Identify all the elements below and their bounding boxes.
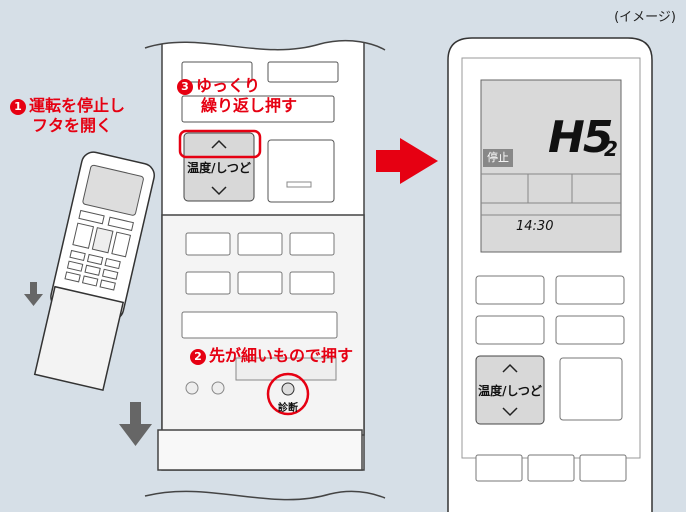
down-arrow-icon (24, 282, 43, 306)
display-code: H5 (548, 112, 613, 163)
right-arrow-icon (376, 138, 438, 184)
step2-text: 先が細いもので押す (209, 346, 354, 365)
step3-number-icon: 3 (177, 79, 193, 95)
display-status: 停止 (487, 151, 509, 164)
step2-number-icon: 2 (190, 349, 206, 365)
step3-line2: 繰り返し押す (201, 96, 298, 115)
remote-closeup (447, 37, 653, 512)
opened-remote (144, 30, 386, 512)
step1-line1: 運転を停止し (29, 96, 126, 115)
diag-button[interactable]: 診断 (276, 399, 300, 414)
temp-button-label: 温度/しつど (187, 161, 251, 175)
step1-number-icon: 1 (10, 99, 26, 115)
temp-button-closeup[interactable]: 温度/しつど (478, 382, 542, 399)
slide-down-arrow-icon (119, 402, 152, 446)
temp-button-closeup-label: 温度/しつど (478, 384, 542, 398)
display-code-sub: 2 (604, 137, 618, 161)
step1-line2: フタを開く (32, 116, 113, 135)
small-remote (33, 151, 155, 392)
temp-button[interactable]: 温度/しつど (187, 159, 251, 176)
image-note: (イメージ) (614, 10, 676, 25)
diag-button-label: 診断 (278, 403, 298, 414)
step3-line1: ゆっくり (196, 76, 261, 95)
display-time: 14:30 (516, 219, 554, 234)
